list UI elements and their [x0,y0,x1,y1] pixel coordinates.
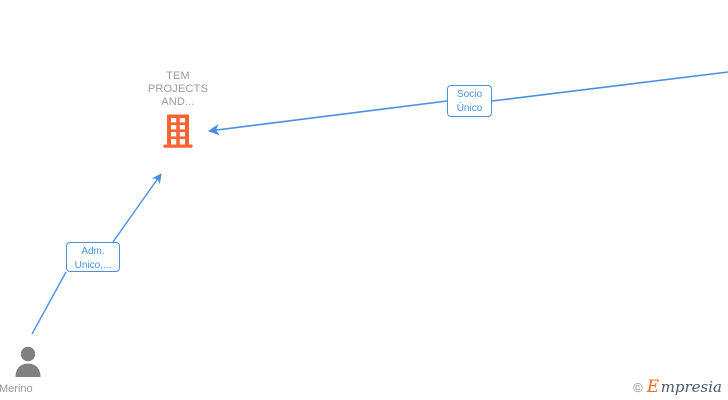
person-icon[interactable] [0,345,58,382]
node-person[interactable]: Merino [0,345,58,396]
watermark-empresia: © E mpresia [633,379,722,396]
edge-adm-unico-line[interactable] [31,173,162,335]
company-node-label: TEM PROJECTS AND... [147,70,209,108]
edge-socio-unico-line[interactable] [207,71,728,136]
watermark-brand-rest: mpresia [660,378,722,396]
copyright-icon: © [633,380,643,395]
edge-label-socio-unico[interactable]: Socio Único [447,85,492,117]
edge-label-adm-unico[interactable]: Adm. Unico,... [66,242,120,272]
node-company[interactable]: TEM PROJECTS AND... [140,70,216,153]
watermark-brand-initial: E [646,377,659,397]
building-icon[interactable] [140,114,216,153]
person-node-label: Merino [0,383,33,395]
